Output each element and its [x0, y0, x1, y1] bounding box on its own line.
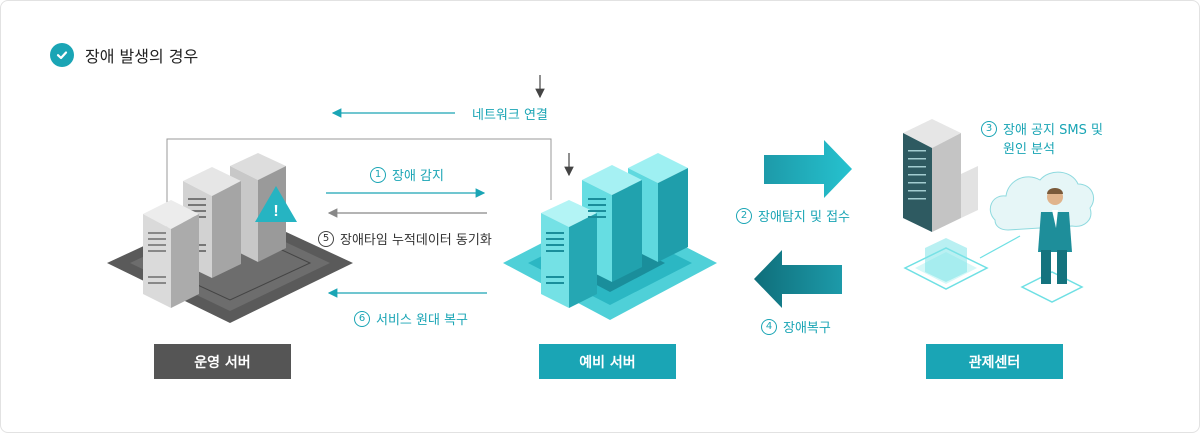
- step1-number: 1: [370, 166, 386, 183]
- step2-label: 2 장애탐지 및 접수: [736, 206, 850, 225]
- network-connection-line: [166, 75, 574, 256]
- step2-number: 2: [736, 207, 752, 224]
- step1-label: 1 장애 감지: [370, 165, 444, 184]
- svg-text:!: !: [273, 203, 278, 220]
- step4-number: 4: [761, 318, 777, 335]
- step3-line2: 원인 분석: [1003, 142, 1055, 157]
- step5-text: 장애타임 누적데이터 동기화: [340, 233, 492, 248]
- step2-text: 장애탐지 및 접수: [758, 210, 850, 225]
- step4-big-arrow: [754, 250, 842, 308]
- step2-big-arrow: [764, 140, 852, 198]
- step3-number: 3: [981, 120, 997, 137]
- check-circle-icon: [50, 43, 74, 67]
- step4-text: 장애복구: [783, 321, 831, 336]
- control-center-illustration: [903, 119, 1094, 303]
- network-connection-label: 네트워크 연결: [472, 108, 548, 123]
- step6-number: 6: [354, 310, 370, 327]
- warning-icon: [255, 186, 297, 222]
- main-server-illustration: !: [107, 153, 353, 323]
- step5-number: 5: [318, 230, 334, 247]
- control-center-label: 관제센터: [926, 344, 1063, 379]
- section-title: 장애 발생의 경우: [85, 47, 199, 66]
- step5-label: 5 장애타임 누적데이터 동기화: [318, 229, 492, 248]
- step1-text: 장애 감지: [392, 169, 444, 184]
- section-header: 장애 발생의 경우: [50, 43, 198, 67]
- main-server-label: 운영 서버: [154, 344, 291, 379]
- backup-server-illustration: [503, 153, 717, 320]
- step6-label: 6 서비스 원대 복구: [354, 309, 468, 328]
- step3-line1: 장애 공지 SMS 및: [1003, 123, 1103, 138]
- backup-server-label: 예비 서버: [539, 344, 676, 379]
- step3-label: 3 장애 공지 SMS 및: [981, 119, 1103, 138]
- step4-label: 4 장애복구: [761, 317, 831, 336]
- step6-text: 서비스 원대 복구: [376, 313, 468, 328]
